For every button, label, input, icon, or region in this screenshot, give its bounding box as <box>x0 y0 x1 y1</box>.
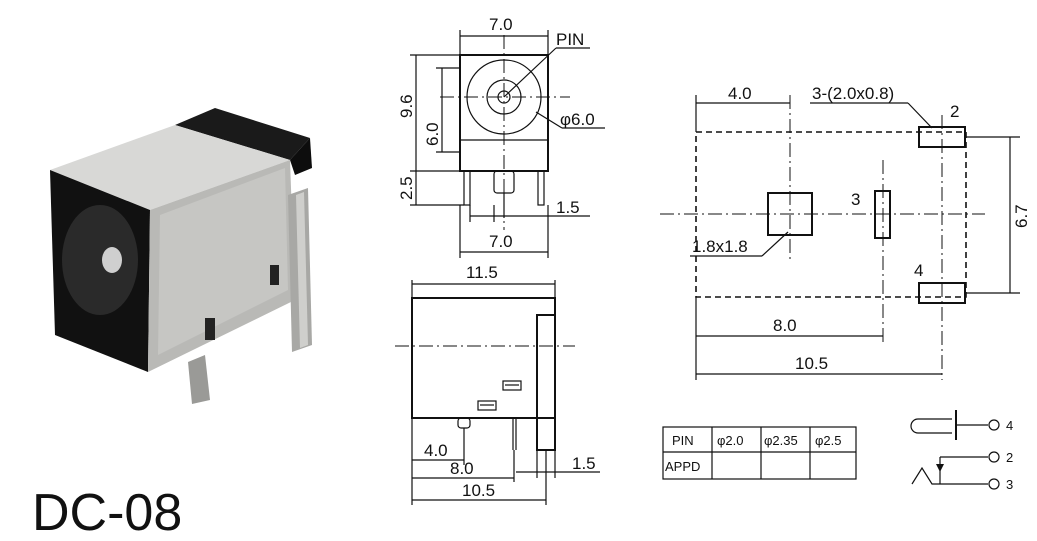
pcb-offset: 4.0 <box>728 84 752 103</box>
pin-table: PIN φ2.0 φ2.35 φ2.5 APPD <box>662 426 857 480</box>
pcb-pin-3: 3 <box>851 190 860 209</box>
front-view: 7.0 PIN φ6.0 9.6 6.0 2.5 1.5 7.0 <box>397 15 605 258</box>
front-diameter: φ6.0 <box>560 110 595 129</box>
side-dim-b: 8.0 <box>450 459 474 478</box>
front-height-total: 9.6 <box>397 94 416 118</box>
front-height-inner: 6.0 <box>423 122 442 146</box>
pcb-layout: 4.0 3-(2.0x0.8) 2 3 4 1.8x1.8 6.7 8.0 10… <box>660 84 1031 380</box>
schem-pin-3: 3 <box>1006 477 1013 492</box>
side-dim-a: 4.0 <box>424 441 448 460</box>
pcb-slot-spec: 3-(2.0x0.8) <box>812 84 894 103</box>
side-view: 11.5 4.0 8.0 10.5 1.5 <box>395 263 600 505</box>
front-width-bottom: 7.0 <box>489 232 513 251</box>
side-length-top: 11.5 <box>466 263 498 282</box>
pcb-spacing: 6.7 <box>1012 204 1031 228</box>
pcb-dim-8: 8.0 <box>773 316 797 335</box>
table-header-d25: φ2.5 <box>815 433 842 448</box>
product-photo <box>50 108 312 404</box>
model-label: DC-08 <box>32 484 182 541</box>
pcb-square-spec: 1.8x1.8 <box>692 237 748 256</box>
side-dim-c: 10.5 <box>462 481 495 500</box>
front-width-top: 7.0 <box>489 15 513 34</box>
table-header-pin: PIN <box>672 433 694 448</box>
pcb-dim-10-5: 10.5 <box>795 354 828 373</box>
front-leg-height: 2.5 <box>397 176 416 200</box>
schematic-symbol: 4 2 3 <box>910 410 1013 492</box>
table-row-appd: APPD <box>665 459 700 474</box>
front-pin-width: 1.5 <box>556 198 580 217</box>
schem-pin-2: 2 <box>1006 450 1013 465</box>
side-pin-width: 1.5 <box>572 454 596 473</box>
table-header-d20: φ2.0 <box>717 433 744 448</box>
schem-pin-4: 4 <box>1006 418 1013 433</box>
table-header-d235: φ2.35 <box>764 433 798 448</box>
pcb-pin-2: 2 <box>950 102 959 121</box>
pcb-pin-4: 4 <box>914 261 923 280</box>
pin-label: PIN <box>556 30 584 49</box>
